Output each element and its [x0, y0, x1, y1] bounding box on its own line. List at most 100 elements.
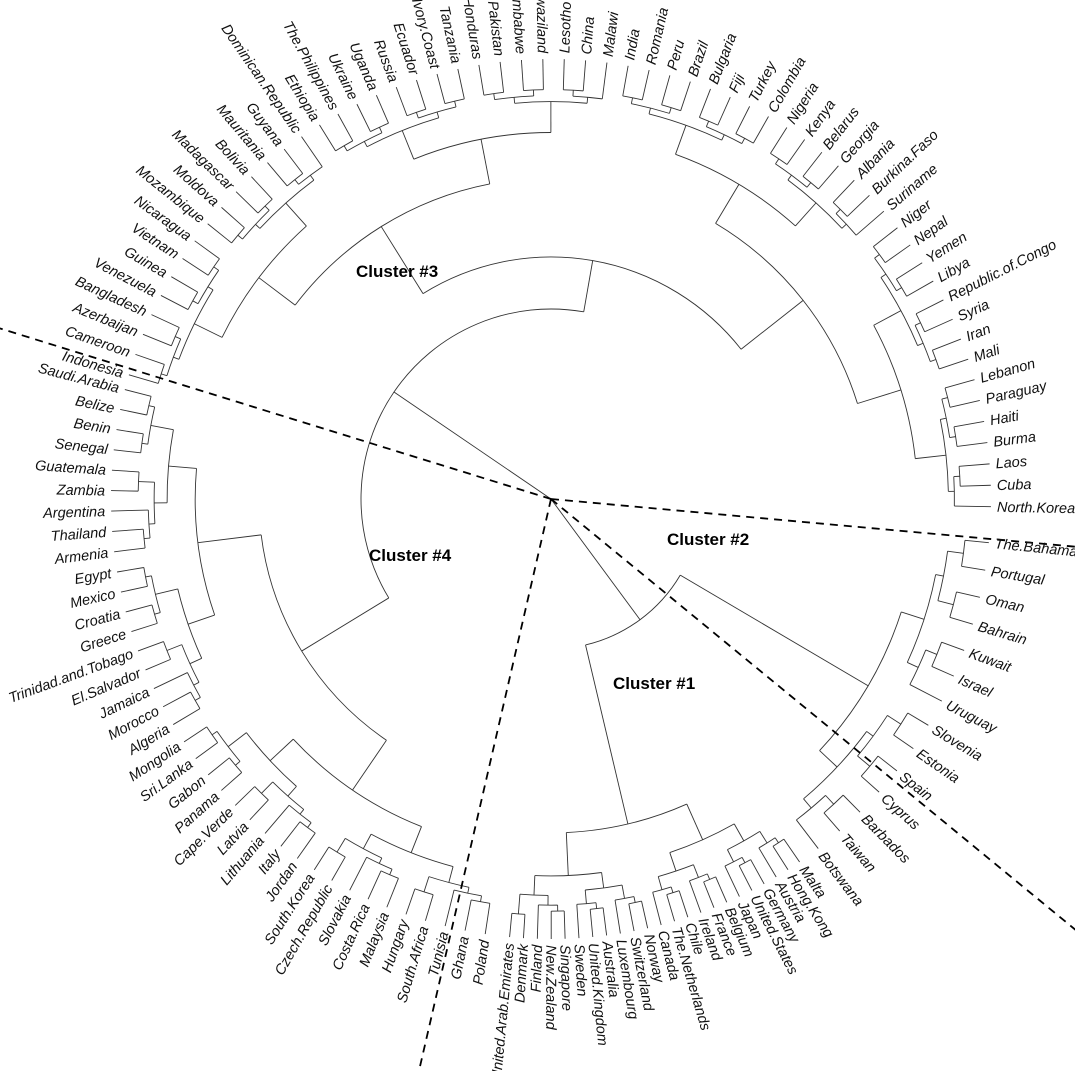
branch-line	[270, 739, 293, 761]
branch-line	[915, 455, 946, 458]
branch-line	[514, 97, 515, 103]
branch-line	[363, 834, 371, 849]
cluster-labels: Cluster #1 Cluster #2 Cluster #3 Cluster…	[356, 262, 749, 693]
branch-line	[281, 822, 300, 847]
country-label: Israel	[956, 672, 996, 701]
branch-line	[662, 75, 670, 104]
branch-line	[416, 112, 418, 118]
branch-line	[175, 337, 181, 339]
branch-line	[111, 510, 148, 511]
branch-line	[195, 241, 220, 259]
branch-line	[669, 108, 671, 114]
branch-line	[587, 97, 588, 103]
branch-line	[894, 735, 914, 749]
branch-line	[131, 623, 157, 631]
branch-line	[847, 195, 869, 216]
branch-line	[357, 104, 370, 131]
branch-line	[468, 887, 469, 893]
branch-line	[154, 673, 188, 689]
cluster-label-1: Cluster #1	[613, 674, 695, 693]
branch-line	[939, 359, 968, 369]
branch-line	[139, 482, 155, 483]
branch-line	[126, 605, 152, 612]
branch-line	[795, 203, 816, 226]
branch-line	[117, 430, 144, 434]
branch-line	[144, 538, 150, 539]
country-label: Laos	[995, 454, 1028, 472]
branch-line	[577, 904, 579, 938]
branch-line	[543, 59, 544, 90]
branch-line	[930, 359, 936, 361]
country-label: United.Arab.Emirates	[489, 942, 518, 1071]
branch-line	[183, 258, 209, 275]
branch-line	[416, 80, 425, 109]
branch-line	[965, 540, 989, 542]
country-label: Portugal	[990, 564, 1047, 589]
branch-line	[521, 60, 523, 91]
branch-line	[337, 838, 345, 852]
branch-line	[566, 833, 568, 876]
branch-line	[918, 343, 924, 345]
branch-line	[353, 740, 387, 790]
branch-line	[681, 82, 691, 111]
branch-line	[117, 567, 144, 572]
branch-line	[500, 62, 504, 92]
branch-line	[261, 782, 272, 793]
branch-line	[936, 575, 944, 577]
branch-line	[836, 209, 840, 213]
branch-line	[716, 877, 727, 903]
branch-line	[583, 60, 585, 91]
country-label: North.Korea	[997, 500, 1075, 517]
branch-line	[402, 131, 414, 160]
branch-line	[875, 255, 880, 259]
cluster-label-2: Cluster #2	[667, 530, 749, 549]
branch-line	[163, 692, 190, 707]
country-label: Armenia	[53, 546, 110, 568]
branch-line	[196, 743, 218, 759]
branch-line	[149, 406, 155, 407]
branch-line	[146, 659, 171, 670]
branch-line	[803, 152, 822, 176]
branch-line	[742, 138, 745, 143]
branch-line	[820, 751, 838, 767]
branch-line	[129, 375, 158, 384]
branch-line	[932, 666, 954, 676]
branch-line	[135, 354, 164, 364]
cluster-label-3: Cluster #3	[356, 262, 438, 281]
branch-line	[629, 904, 634, 931]
branch-line	[586, 645, 628, 824]
cluster-divider	[551, 499, 1075, 931]
branch-line	[310, 175, 314, 180]
branch-line	[722, 135, 725, 140]
branch-line	[751, 860, 764, 884]
branch-line	[193, 301, 198, 304]
country-label: Zambia	[56, 483, 106, 500]
branch-line	[214, 267, 219, 270]
branch-line	[950, 400, 980, 407]
branch-line	[699, 89, 710, 118]
branch-line	[510, 913, 512, 937]
branch-line	[155, 589, 177, 594]
branch-line	[873, 228, 897, 247]
branch-line	[925, 319, 953, 331]
branch-line	[653, 892, 661, 925]
branch-line	[867, 731, 873, 736]
branch-line	[319, 125, 335, 151]
country-label: Mali	[972, 342, 1003, 366]
branch-line	[235, 787, 254, 806]
branch-line	[251, 177, 272, 199]
branch-line	[760, 831, 767, 843]
branch-line	[858, 756, 870, 766]
branch-line	[112, 529, 143, 531]
country-label: Ghana	[449, 935, 473, 981]
branch-line	[788, 175, 792, 180]
branch-line	[169, 466, 197, 468]
branch-line	[642, 70, 649, 100]
branch-line	[308, 823, 312, 828]
branch-line	[396, 87, 407, 116]
branch-line	[523, 914, 524, 938]
branch-line	[915, 323, 920, 326]
branch-line	[734, 824, 744, 841]
branch-line	[878, 756, 897, 771]
branch-line	[155, 613, 161, 615]
